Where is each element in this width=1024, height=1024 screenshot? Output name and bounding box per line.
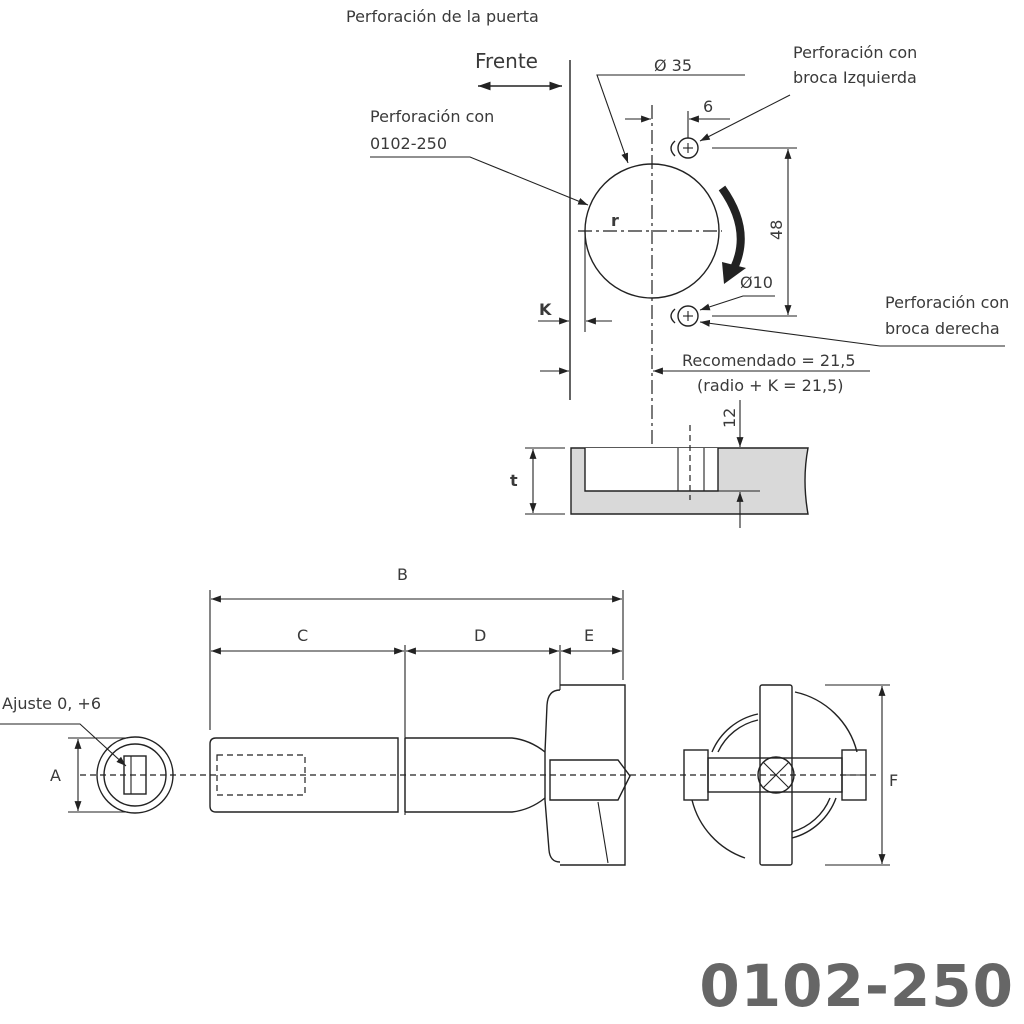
diameter-10-label: Ø10: [740, 273, 773, 292]
diameter-35-label: Ø 35: [654, 56, 692, 75]
dim-b-label: B: [397, 565, 408, 584]
main-drill-label-1: Perforación con: [370, 107, 494, 126]
left-drill-label-2: broca Izquierda: [793, 68, 917, 87]
main-drill-label-2: 0102-250: [370, 134, 447, 153]
right-drill-label-1: Perforación con: [885, 293, 1009, 312]
main-drill-leader: [370, 156, 589, 206]
dim-a-label: A: [50, 766, 61, 785]
left-drill-leader: [699, 94, 791, 142]
dim-6-label: 6: [703, 97, 713, 116]
dim-e-label: E: [584, 626, 594, 645]
adjust-leader: [0, 723, 127, 767]
dim-f-label: F: [889, 771, 898, 790]
door-section-view: [570, 425, 809, 515]
dim-12-label: 12: [720, 408, 739, 428]
left-drill-label-1: Perforación con: [793, 43, 917, 62]
dim-c-label: C: [297, 626, 308, 645]
dim-d-label: D: [474, 626, 486, 645]
diagram-title: Perforación de la puerta: [346, 7, 539, 26]
drill-bit-side-view: [209, 684, 631, 866]
drill-bit-end-view: [683, 684, 867, 866]
diameter-35-leader: [596, 74, 745, 164]
radius-label: r: [611, 211, 619, 230]
k-label: K: [539, 300, 552, 319]
rotation-arrow: [718, 185, 745, 270]
rotation-arrowhead: [722, 262, 746, 284]
right-drill-hole: [670, 305, 699, 327]
right-drill-leader: [699, 319, 1005, 347]
right-drill-label-2: broca derecha: [885, 319, 1000, 338]
shank-end-view: [96, 736, 174, 814]
recommended-formula: (radio + K = 21,5): [697, 376, 844, 395]
product-code: 0102-250: [699, 952, 1014, 1020]
adjust-label: Ajuste 0, +6: [2, 694, 101, 713]
dim-48-label: 48: [767, 220, 786, 240]
front-label: Frente: [475, 49, 538, 73]
thickness-label: t: [510, 471, 518, 490]
diameter-10-leader: [699, 295, 775, 311]
recommended-label: Recomendado = 21,5: [682, 351, 856, 370]
left-drill-hole: [670, 137, 699, 159]
